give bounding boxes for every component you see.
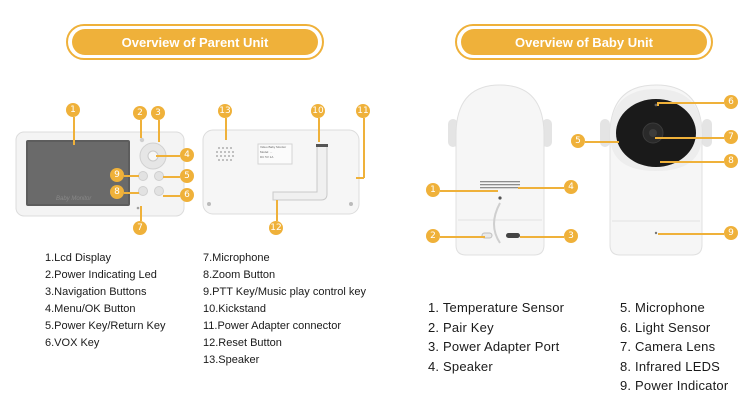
baby-unit-front-illustration (600, 84, 712, 256)
parent-feature-list-left: 1.Lcd Display 2.Power Indicating Led 3.N… (45, 250, 165, 352)
baby-callout-9: 9 (724, 226, 738, 240)
parent-item-9: 9.PTT Key/Music play control key (203, 286, 367, 298)
parent-unit-back-body (202, 129, 360, 215)
callout-5: 5 (180, 169, 194, 183)
baby-callout-4: 4 (564, 180, 578, 194)
callout-9: 9 (110, 168, 124, 182)
callout-10: 10 (311, 104, 325, 118)
back-speaker-grille (480, 181, 520, 189)
callout-12: 12 (269, 221, 283, 235)
baby-item-1: 1. Temperature Sensor (428, 300, 565, 315)
callout-7: 7 (133, 221, 147, 235)
baby-callout-2: 2 (426, 229, 440, 243)
parent-feature-list-right: 7.Microphone 8.Zoom Button 9.PTT Key/Mus… (203, 250, 366, 369)
callout-6: 6 (180, 188, 194, 202)
parent-unit-back-illustration (202, 129, 360, 215)
parent-item-13: 13.Speaker (203, 354, 260, 366)
baby-callout-5: 5 (571, 134, 585, 148)
baby-unit-back-body (455, 84, 545, 256)
baby-item-6: 6. Light Sensor (620, 319, 711, 335)
kickstand (272, 145, 328, 201)
parent-item-7: 7.Microphone (203, 252, 270, 264)
parent-item-3: 3.Navigation Buttons (45, 286, 147, 298)
baby-item-4: 4. Speaker (428, 358, 493, 374)
callout-8: 8 (110, 185, 124, 199)
baby-item-9: 9. Power Indicator (620, 378, 729, 393)
parent-item-1: 1.Lcd Display (45, 252, 112, 264)
baby-item-8: 8. Infrared LEDS (620, 358, 721, 374)
baby-item-2: 2. Pair Key (428, 319, 494, 335)
baby-item-7: 7. Camera Lens (620, 339, 716, 354)
rating-label-line-3: DC 5V 1A (260, 155, 274, 159)
temperature-sensor (498, 196, 502, 200)
callout-1: 1 (66, 103, 80, 117)
baby-callout-3: 3 (564, 229, 578, 243)
baby-unit-back-illustration (448, 84, 552, 256)
power-adapter-port (506, 233, 520, 238)
rating-label-line-1: Video Baby Monitor (260, 145, 287, 149)
callout-2: 2 (133, 106, 147, 120)
baby-unit-title: Overview of Baby Unit (461, 29, 707, 55)
parent-item-5: 5.Power Key/Return Key (45, 320, 166, 332)
parent-unit-header: Overview of Parent Unit (66, 24, 324, 60)
baby-item-5: 5. Microphone (620, 300, 705, 315)
parent-unit-front-illustration (15, 131, 185, 217)
speaker-grille (216, 147, 234, 161)
baby-feature-list-right: 5. Microphone 6. Light Sensor 7. Camera … (620, 298, 728, 396)
power-cable (493, 202, 501, 244)
baby-unit-front-side-ear-left (600, 119, 610, 147)
baby-callout-7: 7 (724, 130, 738, 144)
baby-callout-1: 1 (426, 183, 440, 197)
baby-item-3: 3. Power Adapter Port (428, 339, 560, 354)
rating-label-plate (257, 143, 293, 165)
parent-item-2: 2.Power Indicating Led (45, 269, 157, 281)
callout-13: 13 (218, 104, 232, 118)
baby-unit-header: Overview of Baby Unit (455, 24, 713, 60)
camera-lens (649, 129, 657, 137)
callout-11: 11 (356, 104, 370, 118)
parent-item-6: 6.VOX Key (45, 337, 100, 349)
ptt-button (138, 171, 148, 181)
power-indicating-led (139, 137, 145, 143)
baby-feature-list-left: 1. Temperature Sensor 2. Pair Key 3. Pow… (428, 298, 564, 376)
parent-unit-title: Overview of Parent Unit (72, 29, 318, 55)
baby-callout-8: 8 (724, 154, 738, 168)
light-sensor (654, 103, 658, 107)
parent-item-12: 12.Reset Button (203, 337, 282, 349)
microphone-hole (136, 206, 140, 210)
parent-item-10: 10.Kickstand (203, 303, 266, 315)
callout-4: 4 (180, 148, 194, 162)
parent-unit-brand-label: Baby Monitor (56, 196, 92, 202)
zoom-button (138, 186, 148, 196)
parent-item-4: 4.Menu/OK Button (45, 303, 136, 315)
baby-callout-6: 6 (724, 95, 738, 109)
baby-unit-front-side-ear-right (702, 119, 712, 147)
rating-label-line-2: Model: ... (260, 150, 273, 154)
parent-item-11: 11.Power Adapter connector (203, 320, 341, 332)
vox-button (154, 186, 164, 196)
callout-3: 3 (151, 106, 165, 120)
parent-item-8: 8.Zoom Button (203, 269, 276, 281)
power-indicator (654, 231, 658, 235)
